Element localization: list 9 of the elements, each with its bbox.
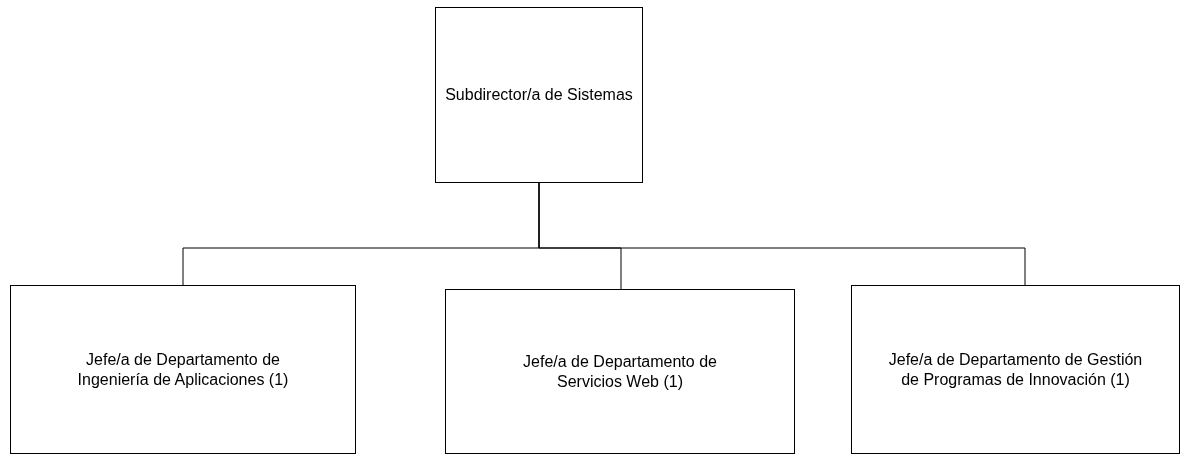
position-box	[445, 289, 795, 454]
position-title: Jefe/a de Departamento de Servicios Web (1)	[522, 351, 718, 392]
position-box	[851, 285, 1180, 454]
position-box	[435, 7, 643, 183]
position-title: Jefe/a de Departamento de Gestión de Programas de Innovación (1)	[887, 349, 1144, 390]
connector-line	[538, 182, 1026, 286]
position-box	[10, 285, 356, 454]
position-title: Subdirector/a de Sistemas	[444, 85, 634, 105]
position-title: Jefe/a de Departamento de Ingeniería de Aplicaciones (1)	[76, 349, 290, 390]
